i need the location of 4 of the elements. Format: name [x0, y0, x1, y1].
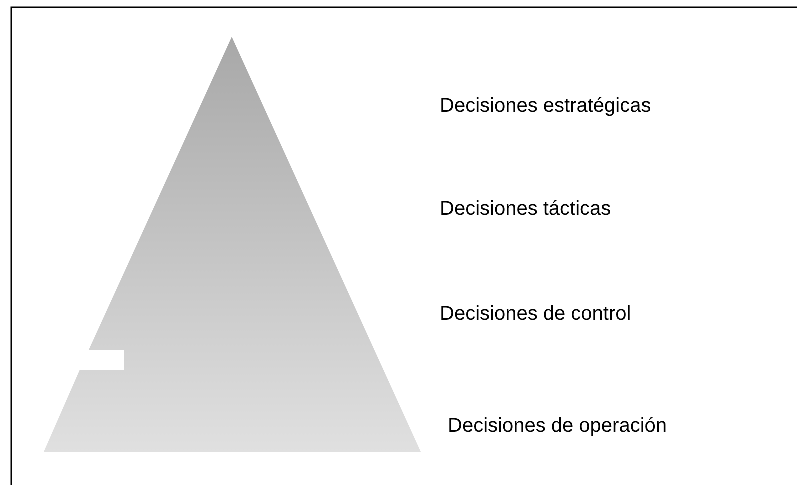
level-label: Decisiones tácticas: [440, 197, 612, 221]
level-label: Decisiones estratégicas: [440, 94, 652, 118]
level-label: Decisiones de control: [440, 302, 632, 326]
level-label: Decisiones de operación: [448, 414, 668, 438]
